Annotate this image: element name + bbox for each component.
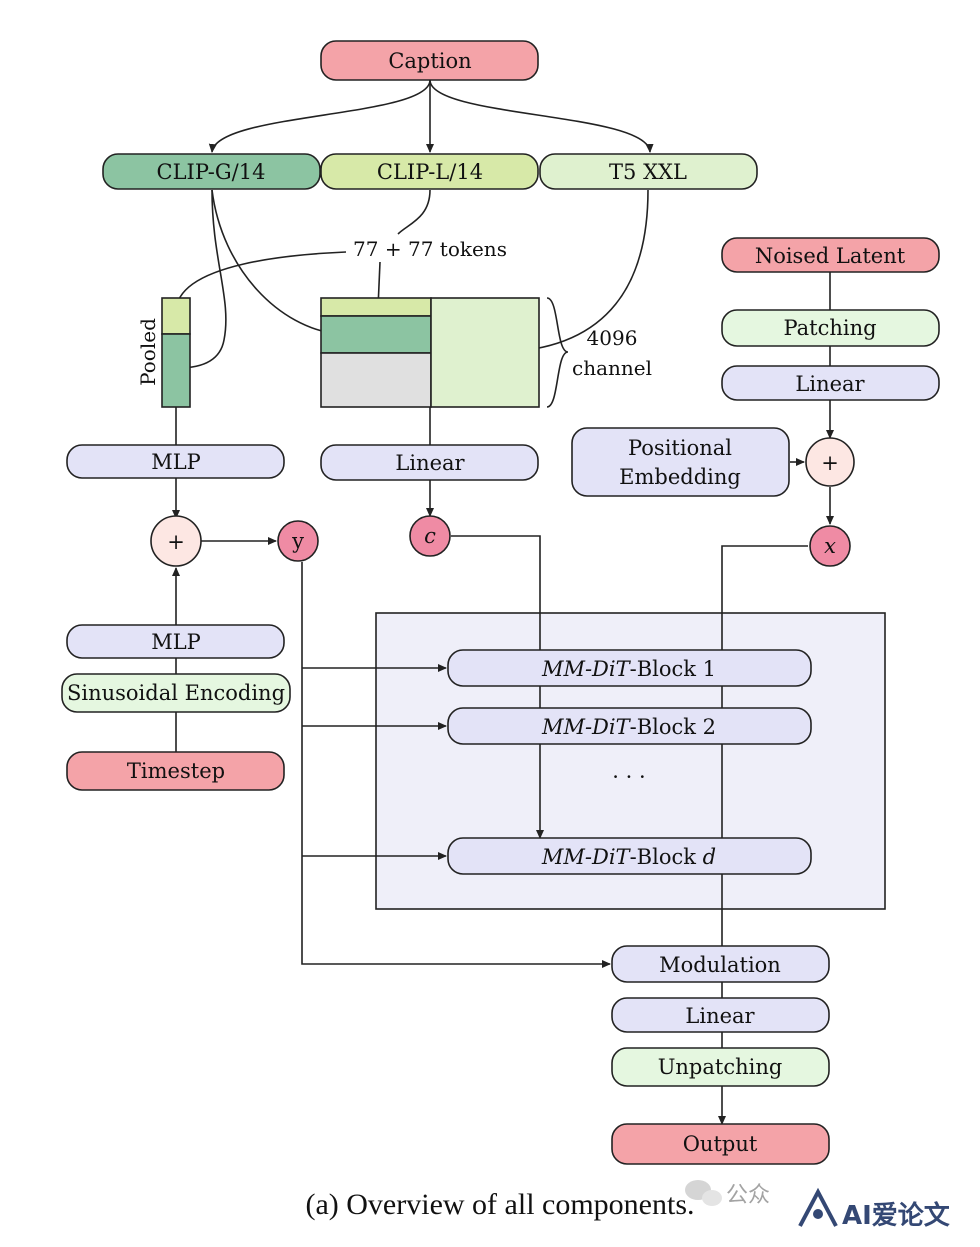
channel-word: channel: [572, 356, 652, 380]
t5-label: T5 XXL: [609, 160, 687, 184]
context-tensor: [320, 297, 540, 408]
modulation-node: Modulation: [611, 945, 830, 983]
blockd-suffix: -Block: [630, 845, 703, 869]
clip-l-label: CLIP-L/14: [377, 160, 483, 184]
unpatching-label: Unpatching: [658, 1055, 783, 1079]
pooled-label: Pooled: [136, 318, 160, 386]
linear-out-node: Linear: [611, 997, 830, 1033]
timestep-label: Timestep: [127, 759, 225, 783]
y-node: y: [277, 520, 319, 562]
x-label: x: [824, 534, 836, 558]
noised-latent-label: Noised Latent: [755, 244, 906, 268]
watermark-faint-text: 公众: [726, 1183, 770, 1208]
timestep-node: Timestep: [66, 751, 285, 791]
block1-prefix: MM-DiT: [541, 657, 632, 681]
c-label: c: [424, 524, 436, 548]
brand-logo-icon: [798, 1187, 838, 1227]
latent-plus-symbol: +: [821, 451, 839, 475]
y-label: y: [291, 529, 304, 553]
linear-latent-label: Linear: [795, 372, 865, 396]
caption-label: Caption: [388, 49, 471, 73]
clip-l-node: CLIP-L/14: [320, 153, 539, 190]
output-label: Output: [683, 1132, 758, 1156]
linear-context-node: Linear: [320, 444, 539, 481]
block1-suffix: -Block 1: [630, 657, 716, 681]
svg-text:MM-DiT-Block 2: MM-DiT-Block 2: [541, 715, 716, 739]
tokens-label: 77 + 77 tokens: [353, 237, 507, 261]
embedding-label: Embedding: [619, 465, 741, 489]
linear-out-label: Linear: [685, 1004, 755, 1028]
sinusoidal-node: Sinusoidal Encoding: [61, 673, 291, 713]
sinusoidal-label: Sinusoidal Encoding: [67, 681, 285, 705]
svg-text:MM-DiT-Block d: MM-DiT-Block d: [541, 845, 716, 869]
mmdit-block-2: MM-DiT-Block 2: [447, 707, 812, 745]
channel-brace: [546, 297, 569, 408]
watermark: 公众 AI爱论文: [685, 1180, 951, 1231]
t5-node: T5 XXL: [539, 153, 758, 190]
pooled-vector: Pooled: [136, 297, 191, 408]
wechat-icon: [685, 1180, 722, 1206]
mmdit-block-d: MM-DiT-Block d: [447, 837, 812, 875]
clip-g-label: CLIP-G/14: [157, 160, 266, 184]
mmdit-block-1: MM-DiT-Block 1: [447, 649, 812, 687]
block2-prefix: MM-DiT: [541, 715, 632, 739]
mlp-top-node: MLP: [66, 444, 285, 479]
blockd-prefix: MM-DiT: [541, 845, 632, 869]
positional-embedding-node: Positional Embedding: [571, 427, 790, 497]
latent-plus-node: +: [805, 437, 855, 487]
vec-plus-symbol: +: [167, 530, 185, 554]
figure-caption: (a) Overview of all components.: [305, 1188, 694, 1221]
watermark-brand-text: AI爱论文: [842, 1200, 951, 1231]
patching-label: Patching: [783, 316, 876, 340]
block2-suffix: -Block 2: [630, 715, 716, 739]
caption-node: Caption: [320, 40, 539, 81]
mlp-bottom-label: MLP: [151, 630, 201, 654]
blockd-var: d: [703, 845, 716, 869]
vec-plus-node: +: [150, 515, 202, 567]
svg-text:MM-DiT-Block 1: MM-DiT-Block 1: [541, 657, 716, 681]
unpatching-node: Unpatching: [611, 1047, 830, 1087]
positional-label: Positional: [628, 436, 732, 460]
patching-node: Patching: [721, 309, 940, 347]
linear-context-label: Linear: [395, 451, 465, 475]
block-ellipsis: · · ·: [612, 765, 645, 789]
connectors: [172, 79, 834, 1125]
clip-g-node: CLIP-G/14: [102, 153, 321, 190]
channel-number: 4096: [587, 326, 638, 350]
noised-latent-node: Noised Latent: [721, 237, 940, 273]
linear-latent-node: Linear: [721, 365, 940, 401]
modulation-label: Modulation: [659, 953, 781, 977]
output-node: Output: [611, 1123, 830, 1165]
x-node: x: [809, 525, 851, 567]
c-node: c: [409, 515, 451, 557]
mlp-top-label: MLP: [151, 450, 201, 474]
mlp-bottom-node: MLP: [66, 624, 285, 659]
